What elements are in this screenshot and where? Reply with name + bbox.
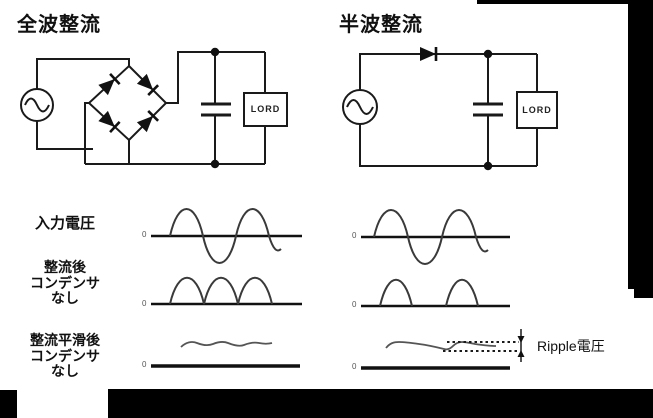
wire bbox=[359, 124, 537, 167]
black-bar-bottom-left bbox=[0, 390, 17, 418]
half-wave-title: 半波整流 bbox=[339, 14, 423, 36]
half-wave-circuit bbox=[342, 45, 558, 171]
full-wave-circuit bbox=[20, 47, 288, 169]
sine-wave bbox=[169, 208, 282, 264]
white-notch bbox=[628, 289, 634, 298]
arrowhead-icon bbox=[517, 336, 525, 343]
row-label-input-voltage: 入力電圧 bbox=[34, 215, 95, 232]
zero-marker: 0 bbox=[142, 299, 147, 308]
sine-symbol-icon bbox=[24, 97, 50, 113]
wire bbox=[36, 121, 93, 150]
row-label-smoothed: 整流平滑後 コンデンサ なし bbox=[30, 332, 100, 379]
diode-icon bbox=[418, 45, 438, 63]
load-box bbox=[516, 91, 558, 129]
load-label: LORD bbox=[522, 105, 552, 115]
half-wave-waveforms bbox=[361, 209, 525, 370]
wire bbox=[359, 53, 537, 90]
black-bar-bottom bbox=[108, 389, 653, 418]
junction-dot bbox=[210, 47, 220, 57]
zero-marker: 0 bbox=[352, 300, 357, 309]
wire bbox=[166, 51, 265, 104]
ripple-dimension bbox=[443, 329, 525, 362]
load-label: LORD bbox=[250, 104, 281, 114]
wire bbox=[84, 102, 89, 164]
ripple-wave bbox=[180, 341, 273, 348]
ripple-wave bbox=[385, 341, 497, 351]
junction-dot bbox=[210, 159, 220, 169]
zero-marker: 0 bbox=[142, 360, 147, 369]
zero-marker: 0 bbox=[352, 362, 357, 371]
capacitor-icon bbox=[201, 52, 231, 164]
bridge-rectifier bbox=[87, 64, 168, 142]
rectified-wave bbox=[169, 276, 273, 305]
junction-dot bbox=[483, 161, 493, 171]
half-rectified-wave bbox=[379, 278, 479, 307]
sine-symbol-icon bbox=[346, 99, 374, 115]
sine-wave bbox=[373, 209, 489, 265]
load-box bbox=[243, 92, 288, 127]
arrowhead-icon bbox=[517, 350, 525, 357]
row-label-rectified: 整流後 コンデンサ なし bbox=[30, 259, 100, 306]
ripple-voltage-label: Ripple電圧 bbox=[537, 338, 605, 354]
black-bar-right bbox=[628, 0, 653, 298]
junction-dot bbox=[483, 49, 493, 59]
zero-marker: 0 bbox=[142, 230, 147, 239]
full-wave-title: 全波整流 bbox=[17, 14, 101, 36]
wire bbox=[36, 58, 130, 89]
capacitor-icon bbox=[473, 54, 503, 166]
black-bar-top bbox=[477, 0, 653, 4]
zero-marker: 0 bbox=[352, 231, 357, 240]
full-wave-waveforms bbox=[151, 208, 302, 368]
